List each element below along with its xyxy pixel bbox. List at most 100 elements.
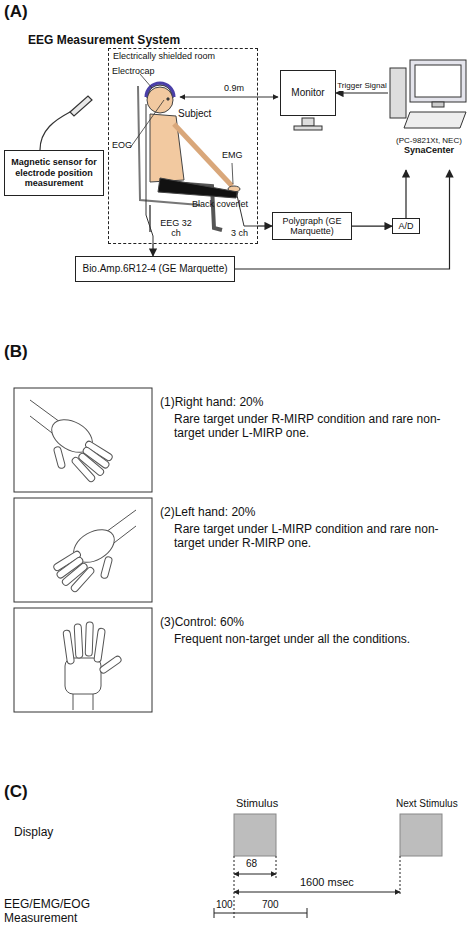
hand-drawing [53, 510, 136, 593]
label-text: (C) [4, 782, 28, 802]
label-text: 1600 msec [300, 876, 354, 889]
subject-figure [150, 114, 184, 182]
label-text: (1)Right hand: 20% [160, 396, 263, 410]
connector-arrow [235, 170, 450, 269]
hand-drawing [30, 400, 113, 483]
label-text: (3)Control: 60% [160, 616, 244, 630]
label-text: 0.9m [224, 83, 244, 93]
sensor-pen [40, 112, 70, 150]
stimulus-square [234, 814, 276, 856]
label-text: Black coverlet [192, 199, 248, 209]
sensor-box: Magnetic sensor for electrode position m… [4, 150, 104, 196]
subject-figure [146, 83, 174, 97]
hand-drawing [99, 655, 123, 674]
hand-drawing [94, 628, 106, 663]
label-text: EEG Measurement System [28, 34, 180, 48]
label-text: Subject [178, 108, 211, 120]
monitor-stand [302, 118, 314, 126]
connector-arrow [405, 170, 406, 218]
node-text: Electrically shielded room [113, 51, 253, 61]
label-text: Rare target under L-MIRP condition and r… [174, 523, 464, 551]
timing-line [400, 856, 401, 896]
polygraph-box: Polygraph (GE Marquette) [272, 212, 352, 240]
connector-arrow [336, 92, 388, 93]
subject-figure [167, 98, 169, 100]
hand-drawing [30, 400, 136, 710]
label-text: Rare target under R-MIRP condition and r… [174, 413, 464, 441]
timing-line [214, 913, 307, 914]
wire [146, 104, 153, 244]
hand-drawing [63, 630, 75, 665]
stimulus-square [400, 814, 442, 856]
computer-drawing [390, 60, 466, 128]
label-text: EEG/EMG/EOG Measurement [4, 898, 104, 926]
node-text: Magnetic sensor for electrode position m… [8, 157, 100, 188]
monitor-stand [294, 126, 322, 130]
node-text: Monitor [291, 87, 324, 99]
label-text: EMG [222, 150, 243, 160]
connector-label: Trigger Signal [336, 82, 388, 91]
node-text: (PC-9821Xt, NEC) [388, 136, 470, 145]
hand-drawing [73, 694, 93, 710]
sensor-pen [40, 96, 92, 150]
label-text: (A) [4, 2, 28, 22]
label-text: (B) [4, 342, 28, 362]
label-text: 700 [262, 899, 279, 911]
hand-drawing [100, 556, 112, 579]
sensor-pen [70, 96, 92, 116]
image-frame [14, 388, 152, 712]
subject-figure [147, 87, 173, 113]
leader-line [130, 100, 164, 148]
image-frame [14, 608, 152, 712]
computer-drawing [404, 112, 466, 128]
connector-arrow [352, 226, 392, 227]
monitor-stand [294, 118, 322, 130]
timing-line [276, 856, 277, 878]
node-text: Polygraph (GE Marquette) [276, 216, 348, 237]
leader-line [140, 74, 152, 88]
leader-line [130, 74, 233, 184]
timing-line [234, 892, 400, 893]
hand-drawing [53, 446, 65, 469]
amplifier-box: Bio.Amp.6R12-4 (GE Marquette) [75, 256, 235, 282]
wire [146, 104, 258, 244]
timing-line [234, 856, 235, 920]
converter-box: A/D [392, 218, 420, 234]
node-text: Bio.Amp.6R12-4 (GE Marquette) [82, 263, 227, 275]
image-frame [14, 498, 152, 602]
hand-drawing [74, 624, 83, 658]
label-text: Electrocap [112, 66, 155, 76]
leader-line [232, 163, 233, 184]
computer: (PC-9821Xt, NEC)SynaCenter [388, 58, 470, 170]
distance-arrow [180, 97, 278, 98]
chair [138, 86, 200, 232]
timing-line [234, 874, 276, 875]
hand-drawing [70, 566, 95, 593]
hand-drawing [63, 622, 123, 710]
computer-drawing [390, 68, 406, 118]
subject-figure [158, 178, 238, 198]
hand-drawing [85, 622, 93, 656]
stimulus-square [234, 814, 442, 856]
timing-line [214, 856, 400, 920]
computer-drawing [432, 102, 444, 107]
computer-drawing [415, 65, 461, 97]
connector-label: 3 ch [230, 229, 249, 239]
label-text: Display [14, 826, 53, 840]
monitor-box: Monitor [280, 70, 336, 116]
image-frame [14, 388, 152, 492]
label-text: Next Stimulus [396, 798, 458, 810]
label-text: 68 [246, 858, 257, 870]
label-text: Frequent non-target under all the condit… [174, 633, 464, 647]
computer-drawing [410, 60, 466, 102]
label-text: (2)Left hand: 20% [160, 506, 255, 520]
connector-arrow [152, 244, 153, 256]
node-text: SynaCenter [388, 145, 470, 155]
label-text: 100 [216, 899, 233, 911]
connector-arrow [258, 225, 272, 226]
label-text: EOG [112, 140, 132, 150]
label-text: Stimulus [236, 797, 278, 810]
connector-label: EEG 32 ch [157, 219, 195, 239]
node-text: A/D [398, 221, 413, 231]
